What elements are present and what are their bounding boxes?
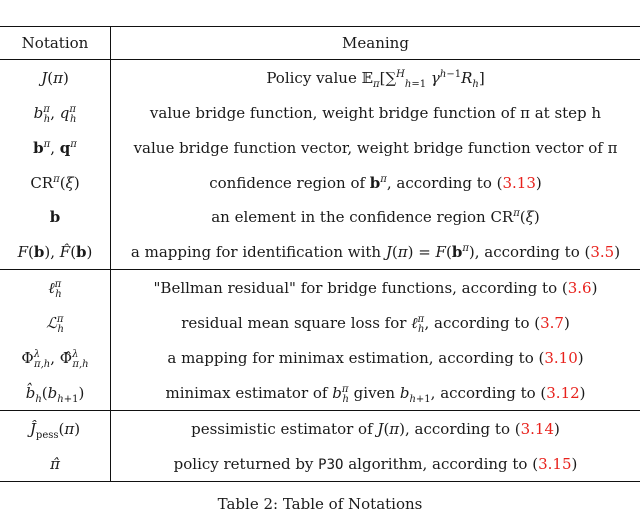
column-divider [110, 26, 111, 482]
equation-reference-link[interactable]: 3.14 [520, 420, 555, 438]
table-row: F(b), F̂(b) a mapping for identification… [0, 235, 640, 269]
table-row: Φλπ,h, Φ̂λπ,h a mapping for minimax esti… [0, 341, 640, 375]
equation-reference-link[interactable]: 3.15 [538, 455, 572, 473]
table-row: b an element in the confidence region CR… [0, 200, 640, 234]
notation-cell: b̂h(bh+1) [25, 384, 85, 405]
meaning-cell: residual mean square loss for ℓπh, accor… [181, 313, 570, 335]
table-row: b̂h(bh+1) minimax estimator of bπh given… [0, 376, 640, 410]
meaning-cell: Policy value 𝔼π[∑Hh=1 γh−1Rh] [266, 69, 485, 90]
meaning-cell: "Bellman residual" for bridge functions,… [153, 279, 598, 297]
bottom-rule [0, 481, 640, 482]
meaning-cell: policy returned by P3O algorithm, accord… [173, 455, 578, 473]
equation-reference-link[interactable]: 3.6 [567, 279, 592, 297]
meaning-cell: pessimistic estimator of J(π), according… [191, 420, 560, 438]
table-row: π̂ policy returned by P3O algorithm, acc… [0, 447, 640, 481]
header-notation: Notation [21, 34, 89, 52]
table-row: CRπ(ξ) confidence region of bπ, accordin… [0, 166, 640, 200]
notation-cell: Φλπ,h, Φ̂λπ,h [21, 349, 89, 370]
meaning-cell: an element in the confidence region CRπ(… [211, 208, 540, 226]
notation-cell: bπh, qπh [33, 104, 77, 125]
clipped-text-top [0, 0, 640, 11]
table-row: J(π) Policy value 𝔼π[∑Hh=1 γh−1Rh] [0, 61, 640, 95]
notation-cell: bπ, qπ [33, 139, 77, 157]
group-rule-2 [0, 410, 640, 411]
meaning-cell: a mapping for identification with J(π) =… [130, 243, 621, 261]
equation-reference-link[interactable]: 3.10 [544, 349, 578, 367]
table-row: bπ, qπ value bridge function vector, wei… [0, 131, 640, 165]
equation-reference-link[interactable]: 3.13 [502, 174, 536, 192]
table-header-row: Notation Meaning [0, 26, 640, 60]
equation-reference-link[interactable]: 3.5 [590, 243, 615, 261]
table-row: ℓπh "Bellman residual" for bridge functi… [0, 271, 640, 305]
header-rule [0, 59, 640, 60]
top-rule [0, 26, 640, 27]
meaning-cell: value bridge function vector, weight bri… [133, 139, 618, 157]
meaning-cell: minimax estimator of bπh given bh+1, acc… [165, 384, 586, 405]
equation-reference-link[interactable]: 3.12 [546, 384, 580, 402]
notation-cell: CRπ(ξ) [30, 174, 80, 192]
table-row: Ĵpess(π) pessimistic estimator of J(π), … [0, 412, 640, 446]
notation-cell: J(π) [41, 69, 69, 87]
meaning-cell: a mapping for minimax estimation, accord… [167, 349, 584, 367]
notation-cell: F(b), F̂(b) [17, 243, 93, 261]
meaning-cell: confidence region of bπ, according to (3… [209, 174, 542, 192]
notation-cell: b [49, 208, 61, 226]
equation-reference-link[interactable]: 3.7 [540, 313, 564, 332]
notation-cell: Ĵpess(π) [29, 420, 81, 441]
header-meaning: Meaning [342, 34, 409, 52]
notation-cell: π̂ [50, 455, 60, 473]
notation-cell: ℒπh [46, 314, 64, 335]
meaning-cell: value bridge function, weight bridge fun… [149, 104, 602, 122]
table-caption: Table 2: Table of Notations [217, 496, 423, 512]
table-row: ℒπh residual mean square loss for ℓπh, a… [0, 306, 640, 340]
group-rule-1 [0, 269, 640, 270]
notation-cell: ℓπh [48, 278, 62, 300]
table-row: bπh, qπh value bridge function, weight b… [0, 96, 640, 130]
